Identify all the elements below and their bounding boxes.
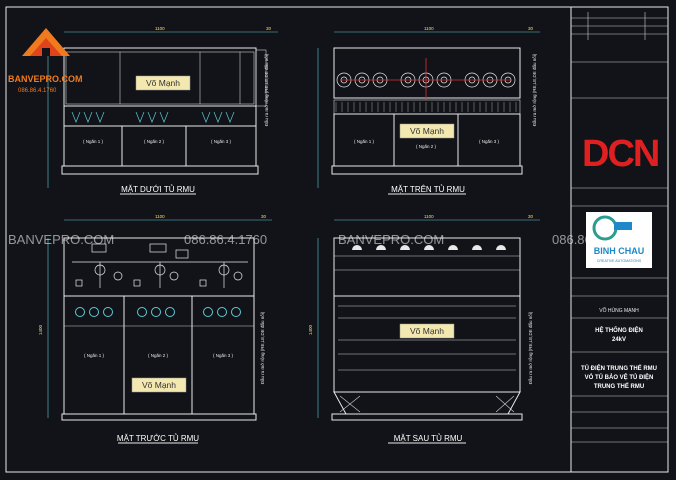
tb-drawing-line2: VỎ TỦ BẢO VỆ TỦ ĐIỆN bbox=[585, 373, 654, 381]
watermark-site-left: BANVEPRO.COM bbox=[8, 232, 114, 247]
name-label-back: Võ Mạnh bbox=[410, 326, 444, 336]
tb-system-line1: HỆ THỐNG ĐIỆN bbox=[595, 326, 643, 334]
bottom-compartment-3: ( Ngăn 3 ) bbox=[211, 139, 232, 144]
dim-height-back: 1400 bbox=[308, 324, 313, 335]
watermark-phone-left: 086.86.4.1760 bbox=[184, 232, 267, 247]
tb-drawing-line1: TỦ ĐIỆN TRUNG THẾ RMU bbox=[581, 364, 657, 372]
dcn-logo: DCN bbox=[582, 133, 658, 175]
back-base-braces bbox=[339, 395, 515, 413]
front-compartment-1: ( Ngăn 1 ) bbox=[84, 353, 105, 358]
title-back-view: MẶT SAU TỦ RMU bbox=[394, 434, 463, 443]
side-note-back: Đầu ra mở rộng (RE,LE,DE đấu nối) bbox=[527, 311, 533, 384]
dim-side-bottom: 30 bbox=[266, 26, 272, 31]
dim-side-back: 30 bbox=[528, 214, 534, 219]
title-front-view: MẶT TRƯỚC TỦ RMU bbox=[117, 434, 199, 443]
name-plate-top bbox=[399, 123, 455, 139]
name-label-top: Võ Mạnh bbox=[410, 126, 444, 136]
title-top-view: MẶT TRÊN TỦ RMU bbox=[391, 185, 465, 194]
dim-side-top: 30 bbox=[528, 26, 534, 31]
name-plate-front bbox=[131, 377, 187, 393]
title-bottom-view: MẶT DƯỚI TỦ RMU bbox=[121, 185, 195, 194]
top-compartment-2: ( Ngăn 2 ) bbox=[416, 144, 437, 149]
name-plate-bottom bbox=[135, 75, 191, 91]
dim-side-front: 30 bbox=[261, 214, 267, 219]
logo-text: BANVEPRO.COM bbox=[8, 74, 83, 84]
dim-width-front: 1100 bbox=[155, 214, 165, 219]
banvepro-logo: BANVEPRO.COM 086.86.4.1760 bbox=[8, 28, 83, 94]
side-note-top: Đầu ra mở rộng (RE,LE,DE đấu nối) bbox=[531, 53, 537, 126]
view-front: 1100 30 1400 ( Ngăn 1 ) ( Ngăn 2 ) ( Ngă… bbox=[38, 214, 272, 444]
view-top: 1100 30 Võ Mạnh ( Ngăn 1 ) ( Ngăn 2 ) ( … bbox=[317, 26, 540, 195]
back-bushings bbox=[352, 245, 506, 250]
top-compartment-3: ( Ngăn 3 ) bbox=[479, 139, 500, 144]
name-plate-back bbox=[399, 323, 455, 339]
name-label-front: Võ Mạnh bbox=[142, 380, 176, 390]
name-label-bottom: Võ Mạnh bbox=[146, 78, 180, 88]
watermark-site-right: BANVEPRO.COM bbox=[338, 232, 444, 247]
tb-system-line2: 24kV bbox=[612, 337, 626, 343]
side-note-front: Đầu ra mở rộng (RE,LE,DE đấu nối) bbox=[259, 311, 265, 384]
bottom-compartment-1: ( Ngăn 1 ) bbox=[83, 139, 104, 144]
front-compartment-2: ( Ngăn 2 ) bbox=[148, 353, 169, 358]
side-note-bottom: Đầu ra mở rộng (RE,LE,DE đấu nối) bbox=[263, 53, 269, 126]
view-back: 1100 30 1400 Võ Mạnh Đầu ra mở rộng (RE,… bbox=[308, 214, 540, 444]
mimic-diagram-front bbox=[72, 243, 248, 288]
dim-width-top: 1100 bbox=[424, 26, 434, 31]
bottom-compartment-2: ( Ngăn 2 ) bbox=[144, 139, 165, 144]
front-compartment-3: ( Ngăn 3 ) bbox=[213, 353, 234, 358]
dim-height-front: 1400 bbox=[38, 324, 43, 335]
title-block-frame bbox=[570, 6, 669, 473]
cable-funnels-bottom bbox=[71, 111, 235, 123]
dim-width-back: 1100 bbox=[424, 214, 434, 219]
view-bottom: 1100 30 Võ Mạnh ( Ngăn 1 ) ( Ngăn 2 ) ( … bbox=[47, 26, 278, 195]
partner-tagline: CREATIVE AUTOMATIONS bbox=[597, 259, 642, 263]
partner-name: BINH CHAU bbox=[594, 246, 645, 256]
tb-person: VÕ HÙNG MẠNH bbox=[599, 307, 639, 314]
title-block: DCN BINH CHAU CREATIVE AUTOMATIONS VÕ HÙ… bbox=[571, 12, 668, 443]
indicator-lamps-front bbox=[75, 307, 241, 317]
tb-drawing-line3: TRUNG THẾ RMU bbox=[594, 383, 644, 390]
louver-top bbox=[335, 102, 517, 112]
logo-phone: 086.86.4.1760 bbox=[18, 88, 57, 94]
dim-width-bottom: 1100 bbox=[155, 26, 165, 31]
top-compartment-1: ( Ngăn 1 ) bbox=[354, 139, 375, 144]
